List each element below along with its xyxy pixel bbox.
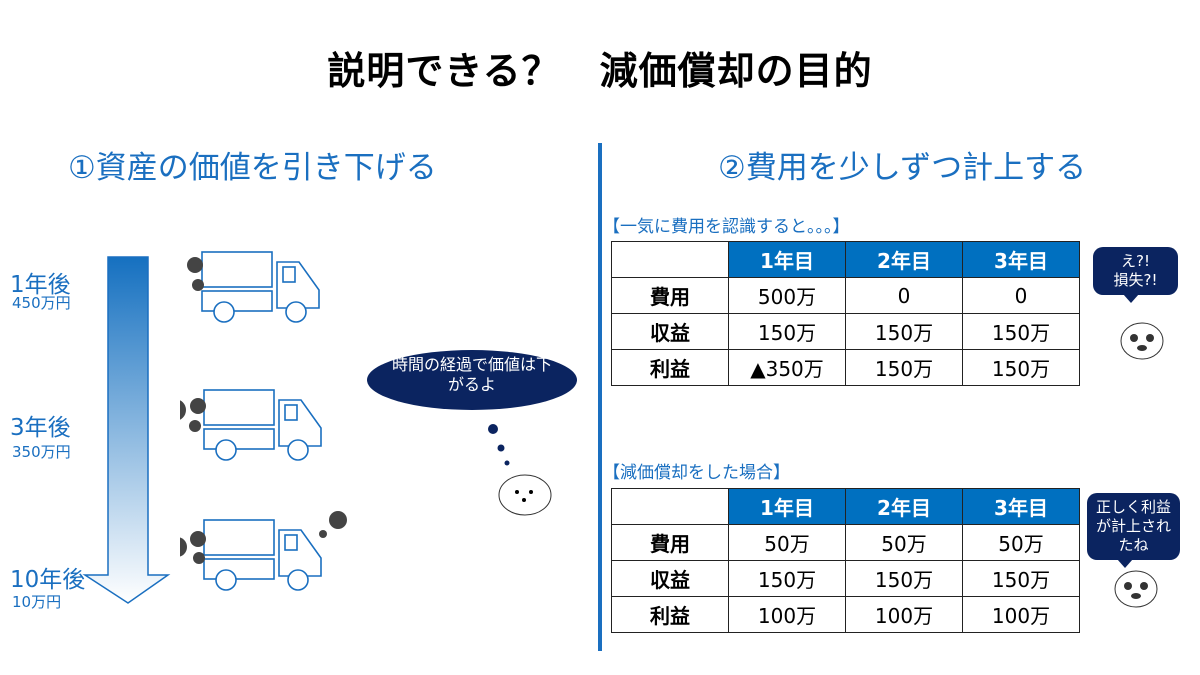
table-cell: 50万 [962,524,1080,561]
row-header: 利益 [611,596,729,633]
stage-value: 350万円 [12,443,71,461]
column-header: 3年目 [962,488,1080,525]
truck-icons [180,251,347,591]
table-cell: 150万 [845,349,963,386]
truck-icon [201,251,320,323]
column-header [611,488,729,525]
divider [598,143,602,651]
table-caption: 【減価償却をした場合】 [603,463,790,483]
table-cell: 150万 [845,313,963,350]
column-header: 2年目 [845,241,963,278]
stage-value: 10万円 [12,593,62,611]
table-cell: 50万 [728,524,846,561]
column-header [611,241,729,278]
row-header: 収益 [611,313,729,350]
table-cell: 150万 [962,349,1080,386]
dog-icon [498,474,552,516]
table-cell: 100万 [728,596,846,633]
truck-icon [203,519,322,591]
row-header: 費用 [611,277,729,314]
stage-year: 3年後 [10,415,71,441]
table-cell: 150万 [728,560,846,597]
table-cell: ▲350万 [728,349,846,386]
table-caption: 【一気に費用を認識すると。。。】 [603,217,850,237]
slide-title: 説明できる？ 減価償却の目的 [327,49,873,93]
table-cell: 500万 [728,277,846,314]
table-cell: 150万 [845,560,963,597]
table-cell: 150万 [962,313,1080,350]
table-cell: 150万 [728,313,846,350]
table-cell: 50万 [845,524,963,561]
thought-text: 時間の経過で価値は下がるよ [392,355,553,394]
column-header: 1年目 [728,241,846,278]
speech-bubble: 正しく利益が計上されたね [1087,493,1180,568]
table-cell: 100万 [845,596,963,633]
table-cell: 0 [962,277,1080,314]
column-header: 3年目 [962,241,1080,278]
pug-icon [1120,322,1164,360]
row-header: 収益 [611,560,729,597]
down-arrow-icon [82,256,171,604]
table-cell: 0 [845,277,963,314]
table-cell: 100万 [962,596,1080,633]
stage-year: 1年後 [10,272,71,298]
speech-bubble: え?! 損失?! [1093,247,1178,303]
left-heading: ①資産の価値を引き下げる [68,150,437,186]
pug-icon [1114,570,1158,608]
table-cell: 150万 [962,560,1080,597]
column-header: 2年目 [845,488,963,525]
thought-cloud [367,350,577,466]
row-header: 費用 [611,524,729,561]
truck-icon [203,389,322,461]
right-heading: ②費用を少しずつ計上する [718,150,1087,186]
stage-year: 10年後 [10,567,86,593]
row-header: 利益 [611,349,729,386]
column-header: 1年目 [728,488,846,525]
stage-value: 450万円 [12,294,71,312]
